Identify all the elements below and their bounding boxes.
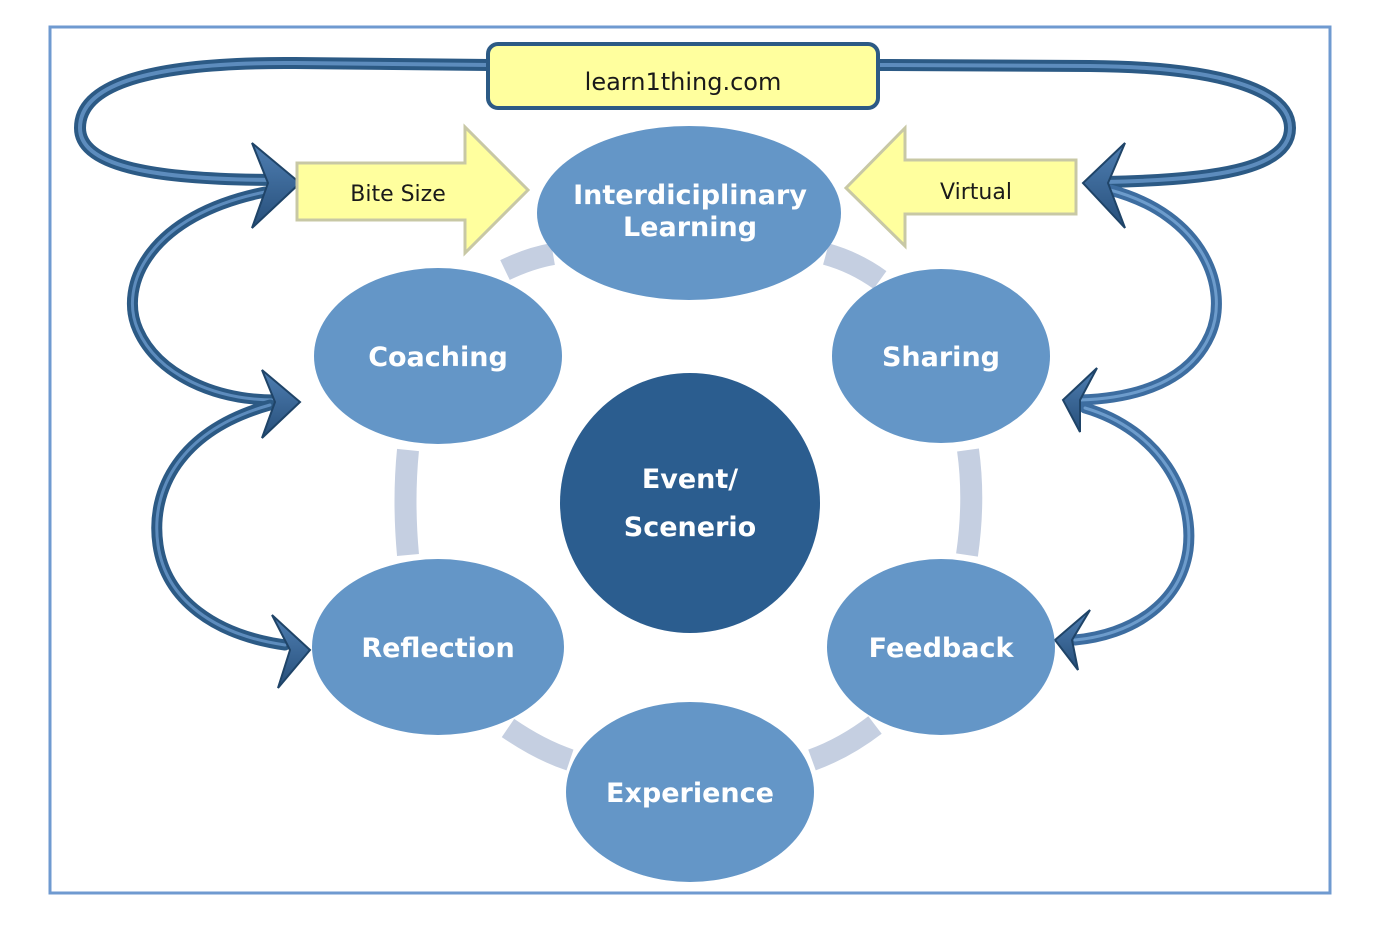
bite-size-label: Bite Size	[350, 182, 446, 207]
connector-bottom-right	[808, 716, 882, 771]
website-banner: learn1thing.com	[486, 42, 880, 110]
connector-top-left	[500, 243, 556, 280]
arrowhead-coaching	[261, 369, 302, 439]
connector-top-right	[822, 243, 887, 290]
top-loop-arrow	[73, 56, 1297, 188]
node-sharing-label: Sharing	[882, 342, 1000, 373]
center-node: Event/ Scenerio	[560, 373, 820, 633]
virtual-label: Virtual	[940, 180, 1012, 205]
node-experience-label: Experience	[606, 778, 774, 809]
arrowheads	[251, 142, 1126, 689]
cycle-connectors	[394, 243, 983, 771]
node-feedback-label: Feedback	[869, 633, 1015, 664]
arrowhead-feedback	[1053, 609, 1091, 671]
right-curved-arrows	[1069, 184, 1222, 646]
arrowhead-sharing	[1061, 367, 1098, 433]
node-interdisciplinary-learning: Interdiciplinary Learning	[537, 126, 841, 300]
connector-right	[956, 448, 983, 557]
center-line2: Scenerio	[624, 512, 756, 543]
diagram-frame	[48, 25, 1332, 895]
arrowhead-reflection	[271, 614, 312, 689]
node-coaching-label: Coaching	[368, 342, 508, 373]
arrowhead-bite-size	[251, 142, 302, 229]
node-sharing: Sharing	[832, 269, 1050, 443]
node-feedback: Feedback	[827, 559, 1055, 735]
virtual-arrow: Virtual	[843, 124, 1078, 250]
node-top-line2: Learning	[623, 212, 757, 243]
node-reflection: Reflection	[312, 559, 564, 735]
arrowhead-virtual	[1081, 142, 1126, 229]
center-line1: Event/	[642, 464, 738, 495]
bite-size-arrow: Bite Size	[295, 123, 531, 257]
website-label: learn1thing.com	[585, 68, 782, 96]
node-coaching: Coaching	[314, 268, 562, 444]
node-reflection-label: Reflection	[361, 633, 514, 664]
node-experience: Experience	[566, 702, 814, 882]
connector-bottom-left	[501, 718, 574, 771]
node-top-line1: Interdiciplinary	[573, 180, 807, 211]
connector-left	[394, 448, 419, 556]
left-curved-arrows	[126, 186, 291, 651]
cycle-nodes: Interdiciplinary Learning Coaching Shari…	[312, 126, 1055, 882]
